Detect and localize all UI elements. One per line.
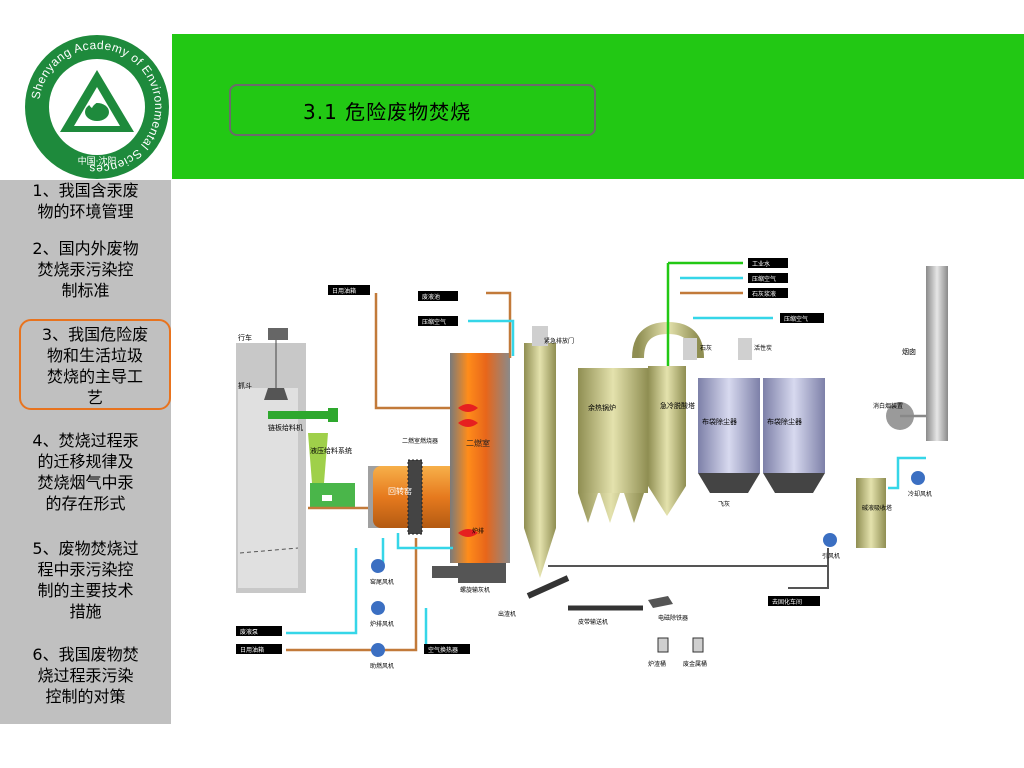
sidebar-item-3[interactable]: 3、我国危险废 物和生活垃圾 焚烧的主导工 艺 [19,319,171,410]
svg-text:出渣机: 出渣机 [498,610,516,618]
label-scrubber: 碱液吸收塔 [862,504,892,512]
svg-text:废金属桶: 废金属桶 [683,660,707,668]
svg-text:压缩空气: 压缩空气 [784,315,808,323]
slag-conveyor: 出渣机 [498,575,570,618]
svg-text:冷却风机: 冷却风机 [908,490,932,498]
rotary-kiln: 回转窑 [368,459,463,535]
chain-feeder: 链板给料机 [268,408,338,432]
label-hydraulic-feeder: 液压给料系统 [310,446,352,455]
sidebar-item-2[interactable]: 2、国内外废物 焚烧汞污染控 制标准 [32,239,139,300]
sidebar-item-1[interactable]: 1、我国含汞废 物的环境管理 [32,181,139,221]
tag-day-tank: 日用油箱 [236,644,282,654]
cooling-fan: 冷却风机 [908,471,932,498]
magnetic-separator: 电磁除铁器 [648,596,688,622]
svg-text:压缩空气: 压缩空气 [422,318,446,326]
tag-lime-slurry: 石灰浆液 [748,288,788,298]
induced-fan: 引风机 [822,533,840,560]
svg-text:炉渣桶: 炉渣桶 [648,660,666,668]
academy-logo: Shenyang Academy of Environmental Scienc… [25,35,169,179]
scrubber-tower: 碱液吸收塔 [856,478,892,548]
slag-screw-conveyor: 螺旋输灰机 [432,566,490,594]
header-band [172,34,1024,179]
svg-text:去固化车间: 去固化车间 [772,598,802,606]
svg-text:废液池: 废液池 [422,293,440,301]
baghouse-1: 布袋除尘器 [698,378,760,493]
slag-bin: 炉渣桶 [648,637,669,668]
title-box: 3.1 危险废物焚烧 [229,84,596,136]
combustion-fan: 助燃风机 [370,643,394,670]
label-activated-carbon: 活性炭 [754,344,772,352]
svg-text:日用油箱: 日用油箱 [332,287,356,295]
sidebar-item-4[interactable]: 4、焚烧过程汞 的迁移规律及 焚烧烟气中汞 的存在形式 [32,431,139,513]
baghouse-2: 布袋除尘器 [763,378,825,493]
tag-compressed-air-1: 压缩空气 [418,316,458,326]
tag-waste-liquid: 废液池 [418,291,458,301]
page-title: 3.1 危险废物焚烧 [303,99,472,124]
svg-text:助燃风机: 助燃风机 [370,662,394,670]
scrap-bin: 废金属桶 [683,637,707,668]
label-white-plume: 消白烟装置 [873,402,903,410]
transition-tank: 紧急排放门 [524,326,574,578]
process-pipes [286,261,926,652]
sidebar-nav: 1、我国含汞废 物的环境管理 2、国内外废物 焚烧汞污染控 制标准 3、我国危险… [0,180,171,724]
svg-text:压缩空气: 压缩空气 [752,275,776,283]
svg-text:日用油箱: 日用油箱 [240,646,264,654]
label-baghouse-2: 布袋除尘器 [767,417,802,426]
secondary-combustion-chamber: 二燃室 二燃室燃烧器 炉排 [402,353,510,583]
sidebar-item-5[interactable]: 5、废物焚烧过 程中汞污染控 制的主要技术 措施 [32,539,139,621]
label-secondary-combustion: 二燃室 [466,438,490,448]
svg-text:炉排风机: 炉排风机 [370,620,394,628]
sidebar-item-6[interactable]: 6、我国废物焚 烧过程汞污染 控制的对策 [32,645,139,706]
svg-text:皮带输送机: 皮带输送机 [578,618,608,626]
label-stack: 烟囱 [902,347,916,356]
svg-text:石灰浆液: 石灰浆液 [752,290,776,298]
hydraulic-feeder: 液压给料系统 [308,433,355,508]
label-slag-remover: 炉排 [472,527,484,535]
svg-text:窑尾风机: 窑尾风机 [370,578,394,586]
tag-waste-liquid-pump: 废液泵 [236,626,282,636]
kiln-fan: 窑尾风机 [370,559,394,586]
stack: 烟囱 [902,266,948,441]
svg-text:废液泵: 废液泵 [240,628,258,636]
label-emergency-door: 紧急排放门 [544,337,574,345]
grate-fan: 炉排风机 [370,601,394,628]
quench-tower: 急冷脱酸塔 [632,321,704,516]
label-rotary-kiln: 回转窑 [388,486,412,496]
svg-text:螺旋输灰机: 螺旋输灰机 [460,586,490,594]
label-chain-feeder: 链板给料机 [268,423,303,432]
waste-pit: 行车 抓斗 [236,328,306,593]
label-quench-tower: 急冷脱酸塔 [660,401,695,410]
tag-top-fuel: 日用油箱 [328,285,370,295]
label-baghouse-1: 布袋除尘器 [702,417,737,426]
label-waste-heat-boiler: 余热锅炉 [588,403,616,412]
label-secondary-burner: 二燃室燃烧器 [402,437,438,445]
logo-bottom-text: 中国·沈阳 [78,155,117,167]
waste-heat-boiler: 余热锅炉 [578,368,648,523]
label-crane: 行车 [238,333,252,342]
label-grab: 抓斗 [238,381,252,390]
tag-compressed-air-2: 压缩空气 [748,273,788,283]
svg-text:引风机: 引风机 [822,552,840,560]
label-lime: 石灰 [700,344,712,352]
svg-text:空气换热器: 空气换热器 [428,646,458,654]
svg-text:电磁除铁器: 电磁除铁器 [658,614,688,622]
incineration-process-diagram: 行车 抓斗 链板给料机 液压给料系统 回转窑 二燃室 二燃室燃烧器 炉排 [236,258,948,670]
tag-industrial-water: 工业水 [748,258,788,268]
label-fly-ash: 飞灰 [718,500,730,508]
reagent-silos: 石灰 活性炭 [683,338,772,360]
tag-air-preheater: 空气换热器 [424,644,470,654]
svg-text:工业水: 工业水 [752,260,770,268]
tag-to-solidify: 去固化车间 [768,596,820,606]
belt-conveyor: 皮带输送机 [568,605,643,626]
tag-compressed-air-3: 压缩空气 [780,313,824,323]
